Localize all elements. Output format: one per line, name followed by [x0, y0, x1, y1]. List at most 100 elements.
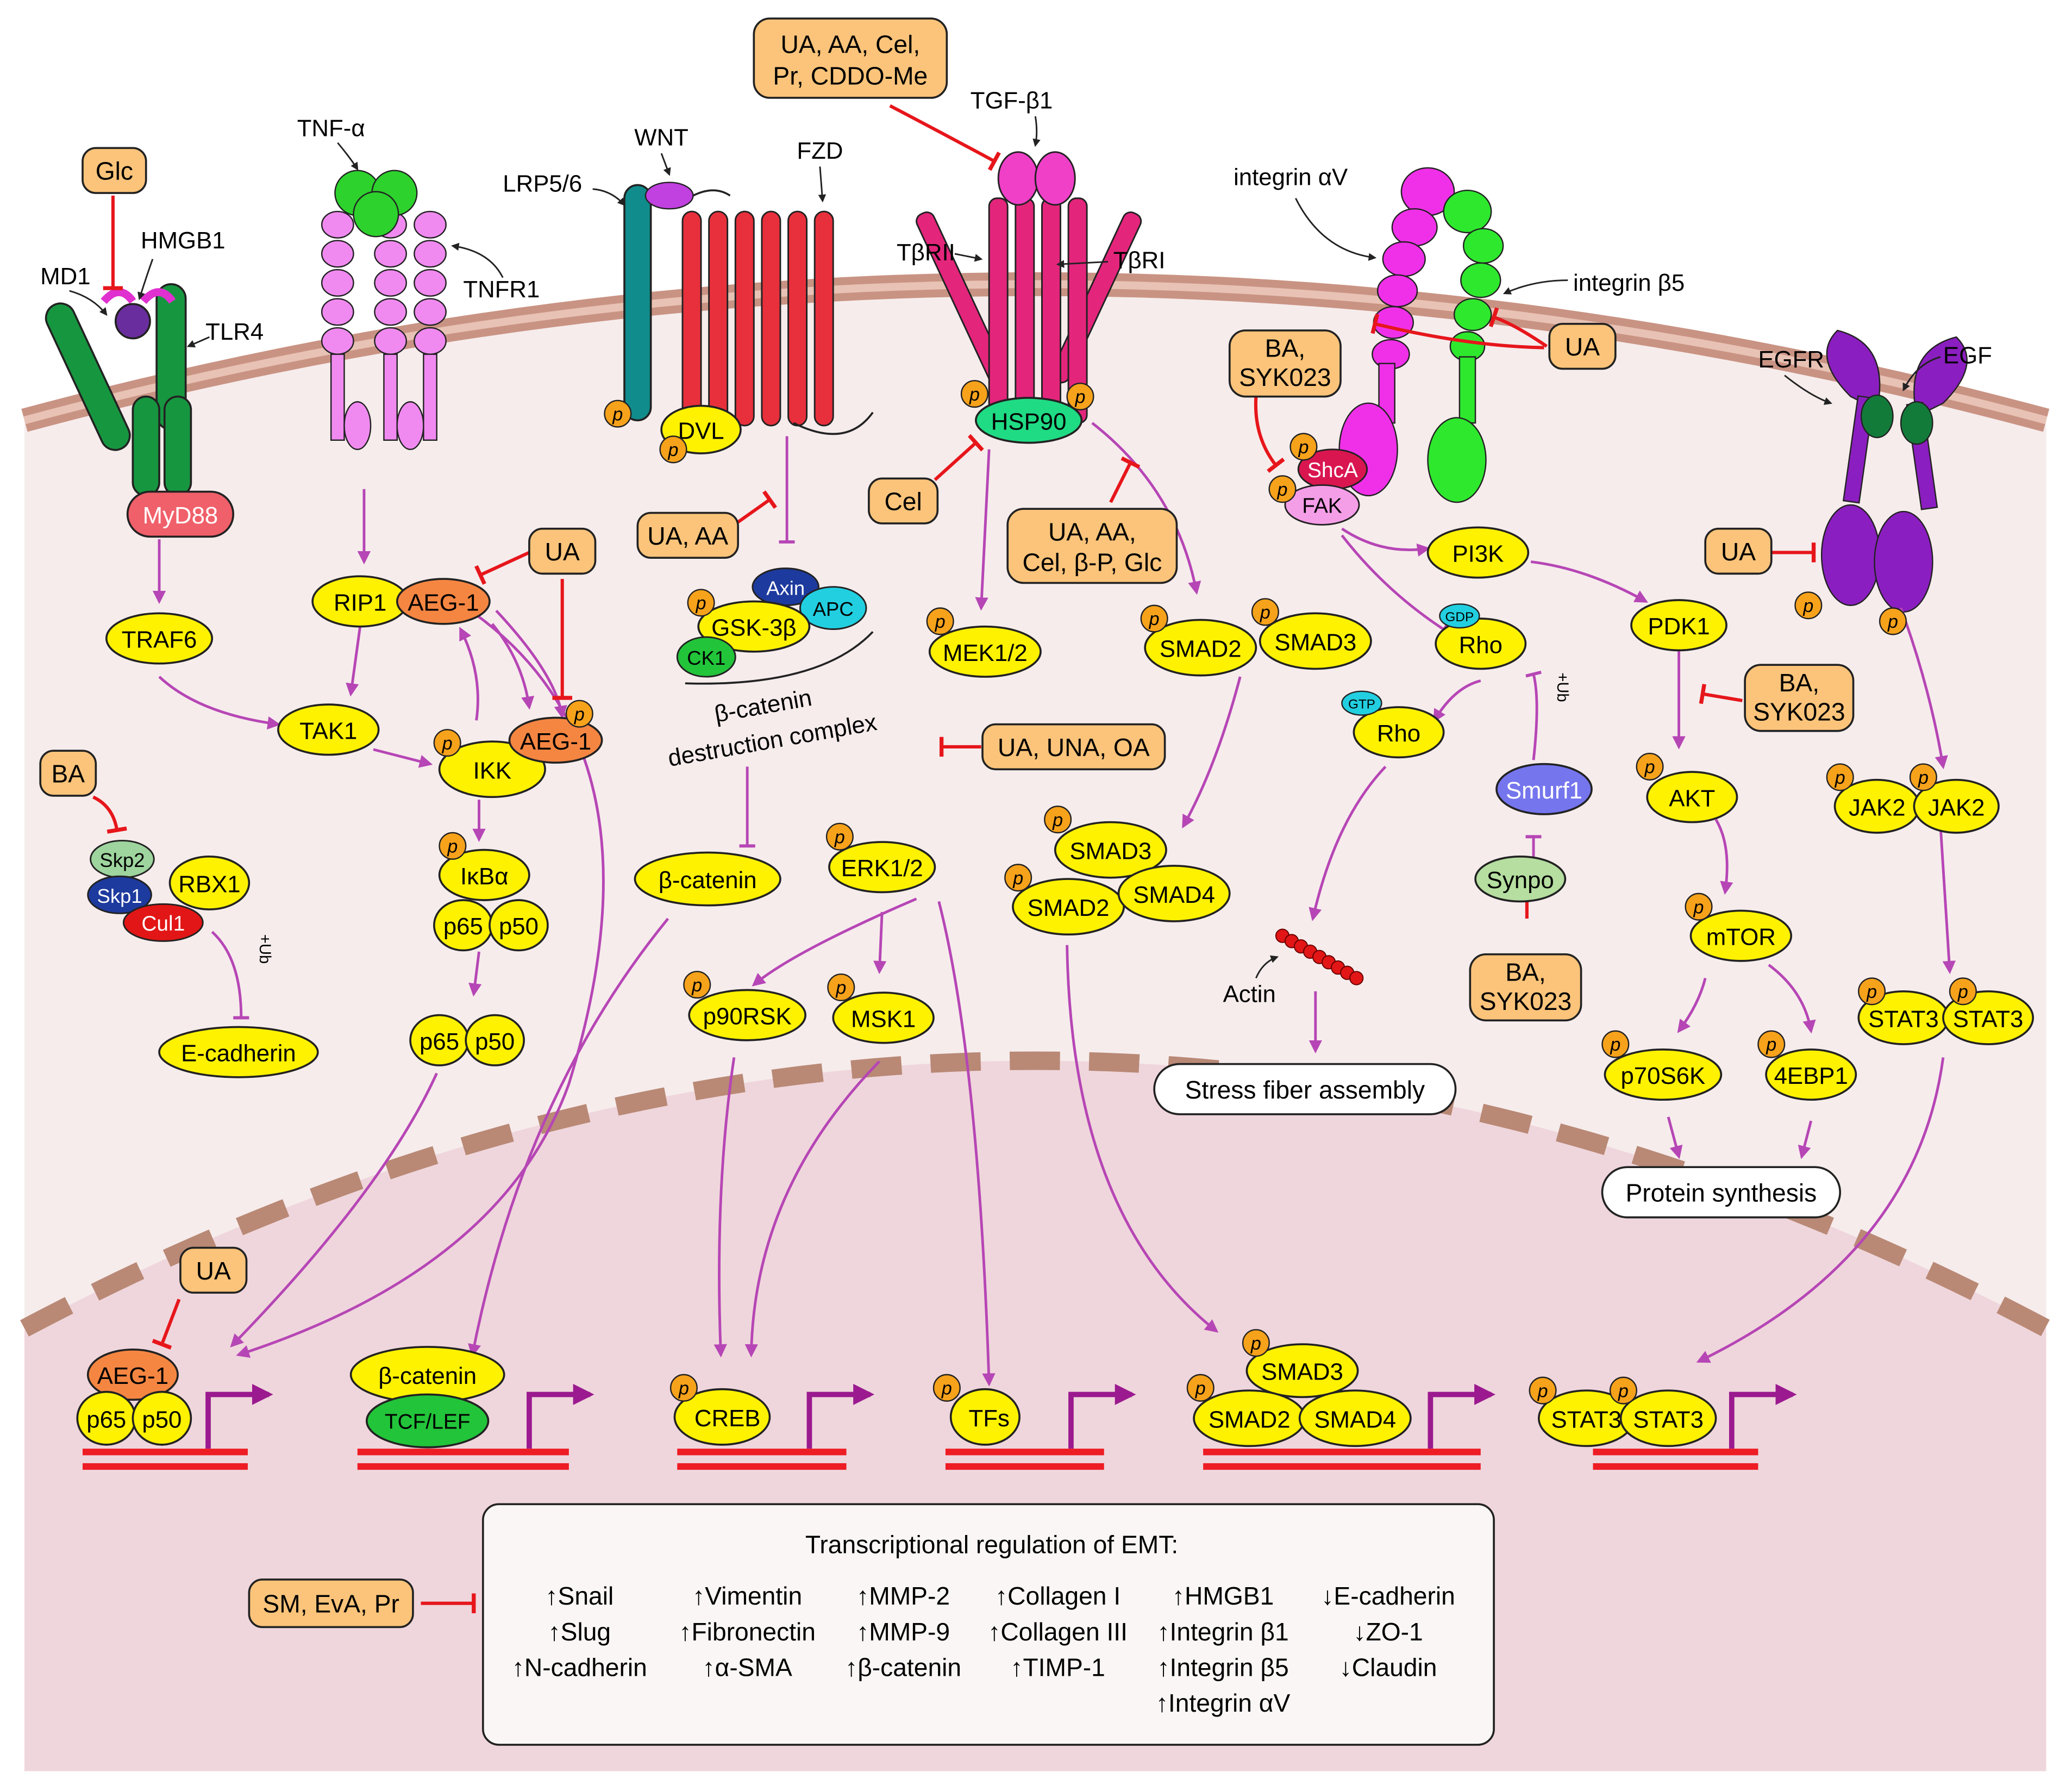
emt-snail: ↑Snail: [545, 1582, 614, 1610]
rho-gtp: Rho: [1377, 720, 1420, 747]
emt-hmgb1: ↑HMGB1: [1172, 1582, 1274, 1610]
p-p70s6k: p: [1610, 1034, 1620, 1055]
emt-regulation-box: Transcriptional regulation of EMT: ↑Snai…: [481, 1503, 1495, 1746]
smad2-complex: SMAD2: [1028, 895, 1110, 921]
p-msk1: p: [835, 978, 846, 999]
skp1: Skp1: [97, 885, 142, 907]
emt-title: Transcriptional regulation of EMT:: [805, 1530, 1178, 1558]
p-lrp: p: [612, 404, 623, 425]
p-aeg1: p: [574, 704, 585, 725]
nuclear-smad2: SMAD2: [1209, 1406, 1291, 1433]
emt-integrin-av: ↑Integrin αV: [1156, 1689, 1291, 1717]
p-tfs: p: [941, 1378, 952, 1399]
jak2-left: JAK2: [1849, 794, 1906, 821]
p-smad3-complex: p: [1052, 810, 1063, 831]
p-shca: p: [1298, 437, 1309, 458]
drug-ua-tgf-line1: UA, AA, Cel,: [780, 30, 920, 58]
inhibition-lines: [92, 104, 1816, 1613]
synpo: Synpo: [1487, 867, 1554, 894]
p-jak2-right: p: [1918, 767, 1929, 788]
drug-ba-syk-shca-line2: SYK023: [1239, 363, 1331, 391]
beta-catenin: β-catenin: [659, 867, 757, 894]
gdp-tag: GDP: [1445, 610, 1474, 625]
smad4-complex: SMAD4: [1133, 882, 1215, 908]
label-tnf-alpha: TNF-α: [297, 115, 365, 141]
nuclear-aeg1: AEG-1: [97, 1363, 168, 1389]
p90rsk: p90RSK: [703, 1003, 792, 1030]
p-nuclear-smad2: p: [1195, 1378, 1206, 1399]
label-tbri: TβRI: [1113, 247, 1166, 274]
rip1: RIP1: [334, 589, 386, 616]
drug-ua-egfr: UA: [1721, 538, 1756, 566]
tfs: TFs: [968, 1405, 1009, 1432]
actin-label: Actin: [1223, 981, 1276, 1007]
emt-a-sma: ↑α-SMA: [703, 1653, 792, 1681]
emt-integrin-b5: ↑Integrin β5: [1157, 1653, 1288, 1681]
emt-zo1: ↓ZO-1: [1353, 1618, 1423, 1646]
p65-free: p65: [420, 1028, 459, 1055]
drug-ua-una-oa: UA, UNA, OA: [998, 733, 1150, 762]
nuclear-p65: p65: [86, 1406, 126, 1433]
drug-ba-syk-pdk-line1: BA,: [1779, 669, 1819, 697]
phospho-markers: p p p p p p p p p p p p p p p p p p p p …: [433, 380, 1977, 1405]
hsp90: HSP90: [991, 408, 1067, 435]
emt-mmp2: ↑MMP-2: [856, 1582, 950, 1610]
nuclear-factors: AEG-1 p65 p50 β-catenin TCF/LEF CREB TFs…: [76, 1343, 1717, 1449]
emt-mmp9: ↑MMP-9: [856, 1618, 950, 1646]
emt-beta-catenin: ↑β-catenin: [845, 1653, 961, 1681]
p-egfr-left: p: [1802, 596, 1813, 616]
drug-ua-hsp-line1: UA, AA,: [1048, 518, 1136, 546]
p-akt: p: [1644, 757, 1655, 778]
activation-arrows: [152, 422, 1956, 1387]
emt-e-cadherin: ↓E-cadherin: [1321, 1582, 1455, 1610]
shca: ShcA: [1307, 459, 1358, 482]
p-hsp90-right: p: [1074, 387, 1085, 408]
drug-ua-hsp-line2: Cel, β-P, Glc: [1022, 548, 1162, 577]
p50-complex: p50: [499, 913, 539, 940]
label-egfr: EGFR: [1758, 346, 1824, 373]
ck1: CK1: [687, 647, 725, 669]
creb: CREB: [694, 1405, 761, 1432]
mek1-2: MEK1/2: [943, 640, 1028, 666]
smurf1: Smurf1: [1506, 777, 1582, 804]
stat3-cytoplasm-right: STAT3: [1953, 1006, 2024, 1032]
tcf-lef: TCF/LEF: [385, 1411, 471, 1434]
tak1: TAK1: [299, 717, 357, 744]
nuclear-smad4: SMAD4: [1314, 1406, 1396, 1433]
p-egfr-right: p: [1887, 611, 1898, 632]
p-creb: p: [678, 1378, 689, 1399]
p65-complex: p65: [443, 913, 483, 940]
p-stat3-left: p: [1866, 982, 1877, 1002]
nuclear-beta-catenin: β-catenin: [378, 1363, 477, 1389]
label-tnfr1: TNFR1: [463, 276, 540, 303]
drug-ba-syk-synpo-line2: SYK023: [1480, 987, 1572, 1015]
dna-tracks: [83, 1449, 1758, 1470]
erk1-2: ERK1/2: [841, 855, 923, 882]
label-fzd: FZD: [797, 138, 843, 164]
drug-sm-eva-pr: SM, EvA, Pr: [262, 1590, 399, 1618]
nuclear-stat3-left: STAT3: [1551, 1406, 1622, 1433]
p-p90rsk: p: [691, 975, 702, 996]
p70s6k: p70S6K: [1620, 1063, 1705, 1089]
p-ikk: p: [442, 733, 453, 754]
p-hsp90-left: p: [969, 384, 980, 405]
skp2: Skp2: [99, 849, 145, 871]
p-mek: p: [935, 611, 946, 632]
drug-ba-syk-shca-line1: BA,: [1265, 334, 1305, 363]
emt-vimentin: ↑Vimentin: [692, 1582, 802, 1610]
egfr-receptor: [1820, 329, 1968, 613]
dvl: DVL: [678, 417, 724, 444]
tags: GDP GTP +Ub +Ub: [256, 603, 1571, 964]
drug-ua-integrin: UA: [1565, 333, 1600, 361]
drug-boxes: Glc BA UA UA, AA UA, AA, Cel, Pr, CDDO-M…: [39, 17, 1855, 1628]
integrin-receptor: [1338, 167, 1504, 503]
p-jak2-left: p: [1835, 767, 1845, 788]
protein-synthesis: Protein synthesis: [1625, 1178, 1817, 1207]
drug-cel: Cel: [884, 488, 922, 516]
stress-fiber-assembly: Stress fiber assembly: [1185, 1076, 1425, 1104]
p-stat3-right: p: [1957, 982, 1968, 1002]
emt-claudin: ↓Claudin: [1339, 1653, 1437, 1681]
apc: APC: [813, 598, 854, 620]
gtp-tag: GTP: [1348, 697, 1375, 712]
p-fak: p: [1277, 479, 1288, 500]
